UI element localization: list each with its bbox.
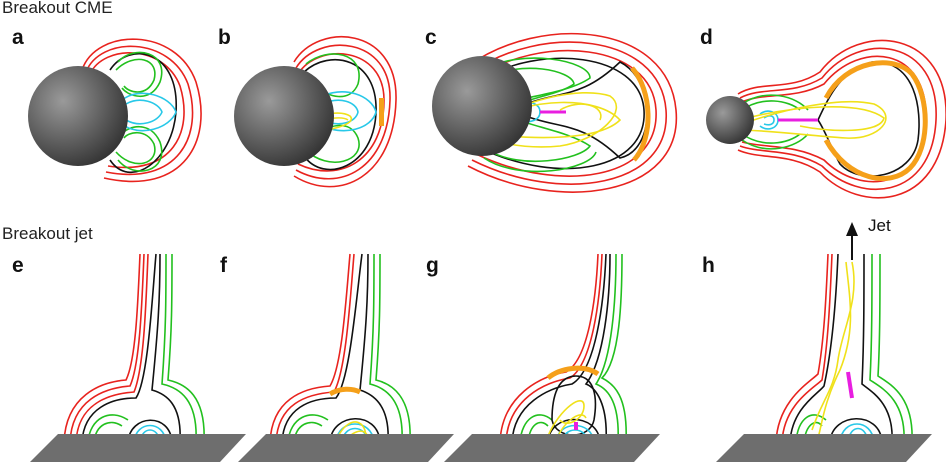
panel-label-c: c [425,26,437,49]
section-title-breakout-jet: Breakout jet [2,224,93,243]
sun-a [28,66,128,166]
section-title-breakout-cme: Breakout CME [2,0,113,17]
panel-label-a: a [12,26,24,49]
jet-label: Jet [868,216,891,235]
sun-b [234,66,334,166]
panel-e [30,253,246,462]
panel-c [432,32,677,193]
panel-a [28,38,202,183]
sun-d [706,96,754,144]
jet-arrow-icon [846,222,858,236]
panel-label-h: h [702,254,715,277]
surface-e [30,434,246,462]
panel-b [234,35,397,188]
surface-g [444,434,660,462]
panel-label-e: e [12,254,24,277]
panel-label-f: f [220,254,227,277]
surface-h [716,434,932,462]
surface-f [238,434,454,462]
current-sheet-b [379,98,384,126]
sun-c [432,56,532,156]
panel-g [444,253,660,462]
panel-h [716,222,932,462]
panel-f [238,253,454,462]
panel-label-b: b [218,26,231,49]
panel-d [706,39,946,199]
panel-label-d: d [700,26,713,49]
panel-label-g: g [426,254,439,277]
